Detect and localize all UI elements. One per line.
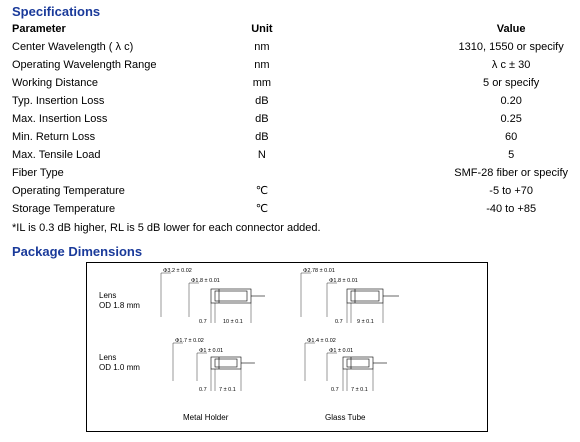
glass-10-inner-diameter: Φ1 ± 0.01 (329, 348, 353, 354)
cell-parameter: Storage Temperature (12, 203, 116, 215)
row-label-lens-1: Lens (99, 291, 116, 300)
table-row: Fiber Type SMF-28 fiber or specify (10, 164, 570, 182)
label-metal-holder: Metal Holder (183, 413, 229, 422)
header-unit: Unit (251, 23, 273, 35)
cell-unit (229, 164, 294, 182)
metal-10-inner-diameter: Φ1 ± 0.01 (199, 348, 223, 354)
cell-parameter: Min. Return Loss (12, 131, 96, 143)
metal-10-short-length: 0.7 (199, 387, 207, 393)
table-row: Max. Insertion Loss dB 0.25 (10, 110, 570, 128)
cell-parameter: Center Wavelength ( λ c) (12, 41, 134, 53)
glass-18-outer-diameter: Φ2.78 ± 0.01 (303, 268, 335, 274)
drawing-glass-tube-10: Φ1.4 ± 0.02 Φ1 ± 0.01 0.7 7 ± 0.1 (304, 338, 387, 393)
package-drawing: Lens OD 1.8 mm Lens OD 1.0 mm Metal Hold… (99, 268, 399, 422)
cell-parameter: Fiber Type (12, 167, 64, 179)
cell-value: 0.20 (500, 95, 522, 107)
metal-18-short-length: 0.7 (199, 319, 207, 325)
cell-unit: ℃ (255, 185, 269, 197)
cell-value: SMF-28 fiber or specify (454, 167, 568, 179)
metal-10-body-length: 7 ± 0.1 (219, 387, 236, 393)
cell-value: 60 (505, 131, 518, 143)
cell-value: 5 (508, 149, 515, 161)
specifications-title: Specifications (12, 4, 101, 19)
cell-value: λ c ± 30 (491, 59, 531, 71)
header-value: Value (496, 23, 526, 35)
drawing-metal-holder-10: Φ1.7 ± 0.02 Φ1 ± 0.01 0.7 7 ± 0.1 (172, 338, 255, 393)
drawing-metal-holder-18: Φ3.2 ± 0.02 Φ1.8 ± 0.01 0.7 10 ± 0.1 (160, 268, 265, 325)
glass-18-body-length: 9 ± 0.1 (357, 319, 374, 325)
cell-unit: nm (254, 59, 270, 71)
cell-value: -5 to +70 (489, 185, 534, 197)
cell-parameter: Max. Tensile Load (12, 149, 101, 161)
table-row: Typ. Insertion Loss dB 0.20 (10, 92, 570, 110)
cell-unit: mm (252, 77, 272, 89)
cell-unit: ℃ (255, 203, 269, 215)
cell-value: 0.25 (500, 113, 522, 125)
cell-value: 5 or specify (483, 77, 540, 89)
specifications-body: Center Wavelength ( λ c) nm 1310, 1550 or … (10, 38, 570, 218)
row-label-od-10: OD 1.0 mm (99, 363, 140, 372)
cell-unit: dB (255, 131, 269, 143)
glass-10-short-length: 0.7 (331, 387, 339, 393)
cell-unit: N (257, 149, 266, 161)
label-glass-tube: Glass Tube (325, 413, 366, 422)
cell-value: -40 to +85 (486, 203, 537, 215)
metal-18-inner-diameter: Φ1.8 ± 0.01 (191, 278, 220, 284)
table-header-row: Parameter Unit Value (10, 20, 570, 38)
row-label-lens-2: Lens (99, 353, 116, 362)
table-row: Operating Temperature ℃ -5 to +70 (10, 182, 570, 200)
metal-18-body-length: 10 ± 0.1 (223, 319, 243, 325)
glass-18-inner-diameter: Φ1.8 ± 0.01 (329, 278, 358, 284)
specifications-table: Parameter Unit Value Center Wavelength (… (10, 20, 570, 218)
table-row: Storage Temperature ℃ -40 to +85 (10, 200, 570, 218)
cell-unit: dB (255, 113, 269, 125)
glass-18-short-length: 0.7 (335, 319, 343, 325)
row-label-od-18: OD 1.8 mm (99, 301, 140, 310)
cell-parameter: Typ. Insertion Loss (12, 95, 105, 107)
metal-10-outer-diameter: Φ1.7 ± 0.02 (175, 338, 204, 344)
table-row: Max. Tensile Load N 5 (10, 146, 570, 164)
header-parameter: Parameter (12, 23, 66, 35)
footnote: *IL is 0.3 dB higher, RL is 5 dB lower f… (12, 222, 321, 234)
glass-10-outer-diameter: Φ1.4 ± 0.02 (307, 338, 336, 344)
table-row: Center Wavelength ( λ c) nm 1310, 1550 or … (10, 38, 570, 56)
cell-parameter: Max. Insertion Loss (12, 113, 108, 125)
table-row: Operating Wavelength Range nm λ c ± 30 (10, 56, 570, 74)
cell-unit: nm (254, 41, 270, 53)
table-row: Min. Return Loss dB 60 (10, 128, 570, 146)
cell-value: 1310, 1550 or specify (458, 41, 564, 53)
cell-parameter: Operating Temperature (12, 185, 125, 197)
cell-parameter: Operating Wavelength Range (12, 59, 157, 71)
cell-unit: dB (255, 95, 269, 107)
package-drawing-frame: Lens OD 1.8 mm Lens OD 1.0 mm Metal Hold… (86, 262, 488, 432)
table-row: Working Distance mm 5 or specify (10, 74, 570, 92)
package-dimensions-title: Package Dimensions (12, 244, 143, 259)
cell-parameter: Working Distance (12, 77, 98, 89)
drawing-glass-tube-18: Φ2.78 ± 0.01 Φ1.8 ± 0.01 0.7 9 ± 0.1 (300, 268, 399, 325)
glass-10-body-length: 7 ± 0.1 (351, 387, 368, 393)
metal-18-outer-diameter: Φ3.2 ± 0.02 (163, 268, 192, 274)
